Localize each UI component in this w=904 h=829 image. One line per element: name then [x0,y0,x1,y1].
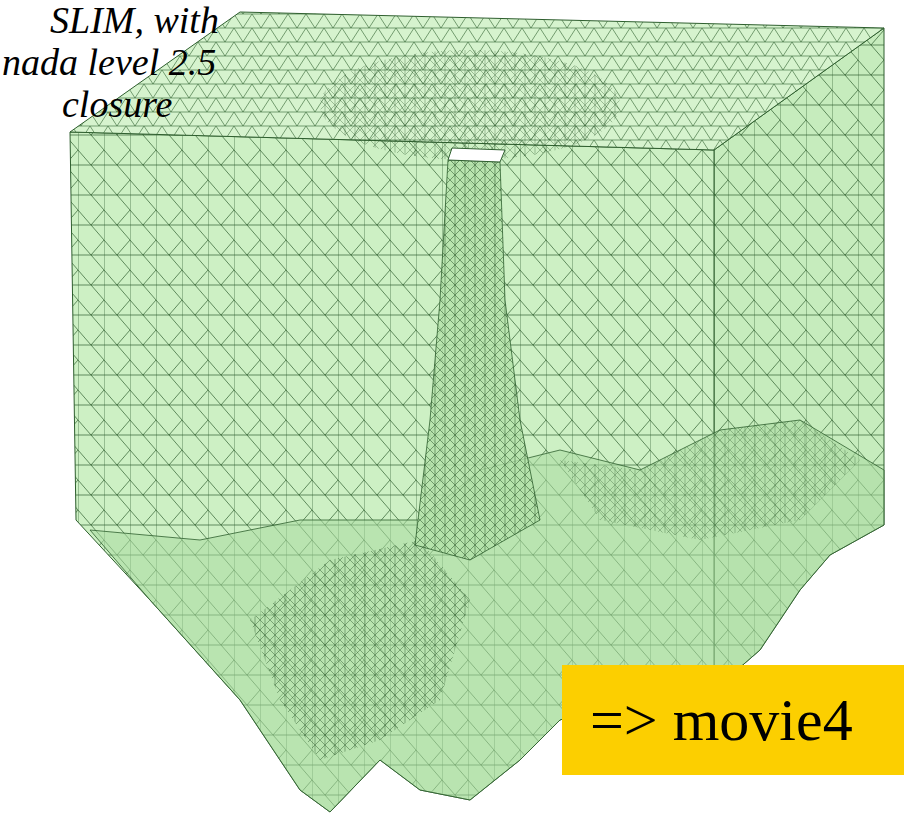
highlight-box: => movie4 [562,665,904,775]
caption-text: SLIM, with [50,0,219,40]
caption-text: closure [62,84,172,124]
box-text: => movie4 [590,687,853,753]
caption-text: nada level 2.5 [2,42,216,82]
